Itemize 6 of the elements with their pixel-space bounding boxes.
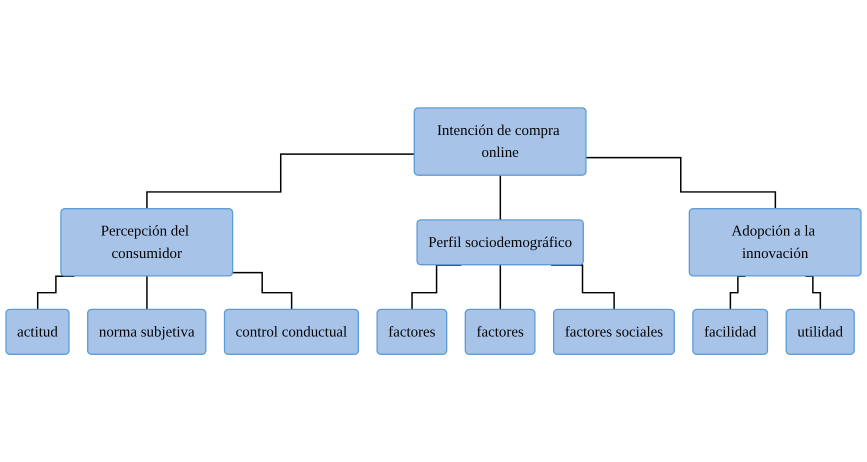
- connector: [146, 275, 148, 310]
- connector: [232, 272, 293, 310]
- connector: [500, 174, 502, 221]
- connector: [500, 264, 502, 310]
- connector: [586, 156, 776, 210]
- connector: [146, 153, 415, 210]
